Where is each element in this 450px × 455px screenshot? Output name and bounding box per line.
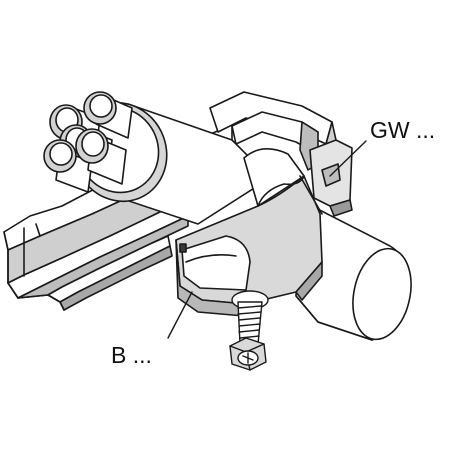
cable-5: [75, 128, 127, 185]
cable-2: [83, 91, 133, 139]
leader-line-b: [167, 291, 193, 339]
cylinder-body: [295, 199, 412, 341]
label-b: B ...: [111, 342, 152, 368]
screw: [229, 290, 269, 371]
saddle-clamp-b: [175, 148, 323, 317]
cable-conductors: [43, 91, 133, 193]
leader-line-gw: [329, 140, 367, 177]
label-gw: GW ...: [370, 117, 436, 143]
leader-lines: [167, 140, 367, 339]
rail-clamp-gw: [209, 91, 353, 217]
